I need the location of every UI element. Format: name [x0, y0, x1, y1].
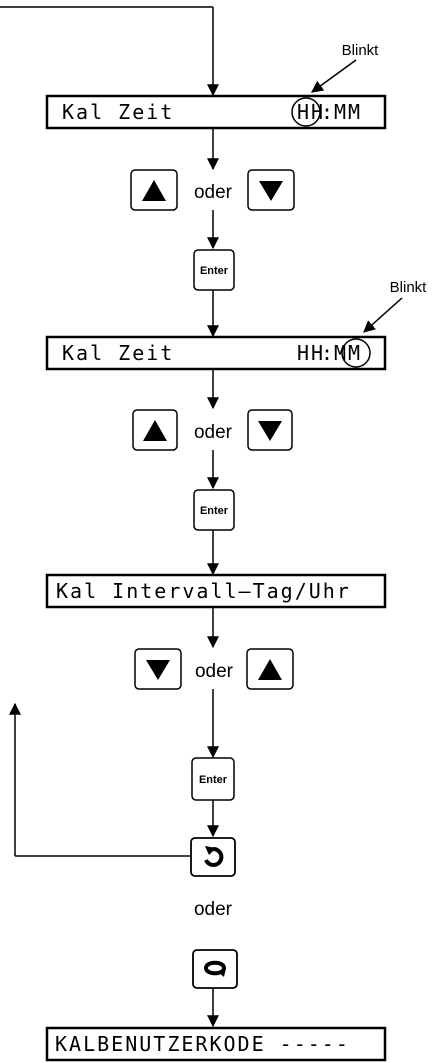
down-arrow-icon [258, 421, 282, 441]
display-1-colon: : [321, 100, 335, 124]
oder-label-4: oder [194, 899, 233, 920]
return-connector [9, 702, 191, 857]
key-down-3[interactable] [134, 648, 182, 690]
display-2-colon: : [321, 341, 335, 365]
display-1-mm: MM [334, 100, 362, 124]
display-1-hh: HH [297, 100, 325, 124]
rotate-clockwise-icon [204, 846, 224, 867]
down-arrow-icon [146, 660, 170, 680]
blinkt-pointer-2 [363, 297, 403, 333]
blink-highlight-hh [291, 97, 321, 127]
up-arrow-icon [143, 420, 167, 441]
blinkt-label-2: Blinkt [390, 279, 428, 296]
display-4-text: KALBENUTZERKODE ----- [55, 1032, 350, 1056]
display-2-mm: MM [334, 341, 362, 365]
display-kal-zeit-minutes: Kal Zeit HH : MM [45, 335, 387, 371]
display-kal-intervall: Kal Intervall—Tag/Uhr [45, 573, 387, 609]
key-up-1[interactable] [130, 169, 178, 211]
oder-label-3: oder [195, 661, 234, 682]
oder-label-1: oder [194, 182, 233, 203]
up-arrow-icon [142, 180, 166, 201]
display-kalbenutzerkode: KALBENUTZERKODE ----- [45, 1026, 387, 1062]
key-up-2[interactable] [132, 409, 178, 451]
display-1-text: Kal Zeit [62, 100, 174, 124]
enter-key-3[interactable]: Enter [191, 757, 235, 801]
key-down-2[interactable] [247, 409, 293, 451]
up-arrow-icon [258, 659, 282, 680]
loop-icon [204, 960, 227, 977]
entry-connector [0, 6, 219, 97]
loop-key[interactable] [192, 949, 238, 989]
blinkt-label-1: Blinkt [342, 42, 380, 59]
enter-key-3-label: Enter [199, 774, 228, 786]
enter-key-2[interactable]: Enter [193, 489, 235, 531]
display-2-hh: HH [297, 341, 325, 365]
enter-key-1-label: Enter [200, 265, 229, 277]
display-2-text: Kal Zeit [62, 341, 174, 365]
display-kal-zeit-hours: Kal Zeit HH : MM [45, 94, 387, 130]
down-arrow-icon [259, 181, 283, 201]
blink-highlight-mm [341, 338, 371, 368]
enter-key-1[interactable]: Enter [193, 249, 235, 291]
rotate-key[interactable] [190, 837, 236, 877]
key-down-1[interactable] [247, 169, 295, 211]
key-up-3[interactable] [246, 648, 294, 690]
blinkt-pointer-1 [311, 59, 357, 93]
display-3-text: Kal Intervall—Tag/Uhr [56, 579, 351, 603]
enter-key-2-label: Enter [200, 505, 229, 517]
oder-label-2: oder [194, 422, 233, 443]
